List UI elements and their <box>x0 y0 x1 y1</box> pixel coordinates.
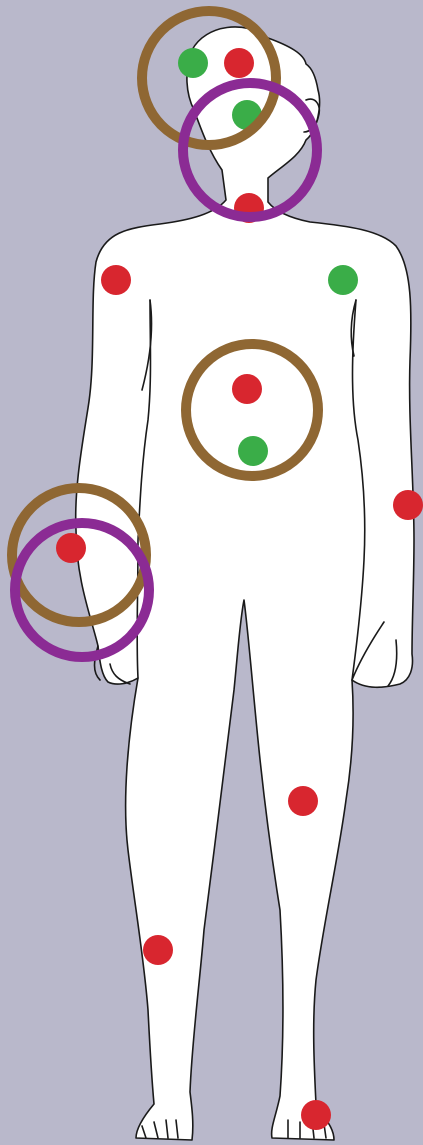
red-dot-upper-abdomen <box>232 374 262 404</box>
red-dot-right-shin <box>143 935 173 965</box>
red-dot-right-shoulder <box>101 265 131 295</box>
red-dot-left-foot <box>301 1100 331 1130</box>
red-dot-left-thigh <box>288 786 318 816</box>
green-dot-left-shoulder <box>328 265 358 295</box>
red-dot-head-right <box>224 48 254 78</box>
red-dot-right-wrist <box>56 533 86 563</box>
green-dot-head-left <box>178 48 208 78</box>
red-dot-left-forearm <box>393 490 423 520</box>
green-dot-lower-abdomen <box>238 436 268 466</box>
